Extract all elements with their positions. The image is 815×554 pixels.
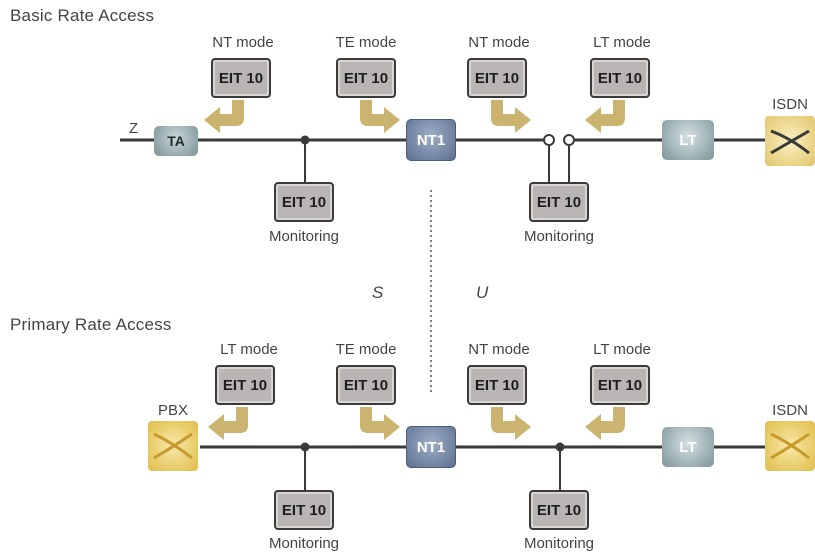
basic-mode-label-4: LT mode — [593, 34, 651, 51]
basic-nt1-box: NT1 — [406, 119, 456, 161]
primary-mode-label-4: LT mode — [593, 341, 651, 358]
primary-monitoring-label-s: Monitoring — [268, 535, 340, 552]
basic-rate-title: Basic Rate Access — [10, 6, 155, 25]
primary-eit10-nt-mode[interactable]: EIT 10 — [467, 365, 527, 405]
ta-box: TA — [154, 126, 198, 156]
arrow-primary-4 — [585, 407, 625, 440]
primary-monitoring-label-u: Monitoring — [523, 535, 595, 552]
u-interface-label: U — [476, 283, 489, 302]
primary-mode-label-1: LT mode — [220, 341, 278, 358]
primary-eit10-lt-mode[interactable]: EIT 10 — [215, 365, 275, 405]
basic-isdn-switch — [765, 116, 815, 166]
basic-mode-label-2: TE mode — [335, 34, 397, 51]
basic-open-contact-a — [543, 134, 555, 146]
primary-mode-label-2: TE mode — [335, 341, 397, 358]
s-interface-label: S — [372, 283, 384, 302]
basic-eit10-monitoring-u[interactable]: EIT 10 — [529, 182, 589, 222]
primary-isdn-switch — [765, 421, 815, 471]
basic-eit10-nt-mode-u[interactable]: EIT 10 — [467, 58, 527, 98]
arrow-primary-2 — [360, 407, 400, 440]
basic-monitoring-label-u: Monitoring — [523, 228, 595, 245]
arrow-basic-2 — [360, 100, 400, 133]
basic-open-contact-b — [563, 134, 575, 146]
primary-nt1-box: NT1 — [406, 426, 456, 468]
basic-mode-label-3: NT mode — [468, 34, 530, 51]
primary-eit10-lt-mode-u[interactable]: EIT 10 — [590, 365, 650, 405]
primary-rate-title: Primary Rate Access — [10, 315, 172, 334]
basic-eit10-lt-mode[interactable]: EIT 10 — [590, 58, 650, 98]
primary-junction-dot-u — [555, 442, 565, 452]
primary-eit10-monitoring-s[interactable]: EIT 10 — [274, 490, 334, 530]
primary-isdn-label: ISDN — [772, 402, 808, 419]
basic-junction-dot — [300, 135, 310, 145]
switch-icon — [153, 432, 193, 460]
primary-lt-box: LT — [662, 427, 714, 467]
arrow-basic-3 — [491, 100, 531, 133]
primary-eit10-monitoring-u[interactable]: EIT 10 — [529, 490, 589, 530]
arrow-primary-1 — [208, 407, 248, 440]
switch-icon — [770, 432, 810, 460]
switch-icon — [770, 129, 810, 155]
basic-isdn-label: ISDN — [772, 96, 808, 113]
z-interface-label: Z — [129, 120, 139, 137]
arrow-basic-4 — [585, 100, 625, 133]
basic-lt-box: LT — [662, 120, 714, 160]
basic-eit10-nt-mode[interactable]: EIT 10 — [211, 58, 271, 98]
pbx-switch — [148, 421, 198, 471]
basic-eit10-monitoring-s[interactable]: EIT 10 — [274, 182, 334, 222]
basic-eit10-te-mode[interactable]: EIT 10 — [336, 58, 396, 98]
basic-monitoring-label-s: Monitoring — [268, 228, 340, 245]
primary-mode-label-3: NT mode — [468, 341, 530, 358]
arrow-primary-3 — [491, 407, 531, 440]
primary-eit10-te-mode[interactable]: EIT 10 — [336, 365, 396, 405]
pbx-label: PBX — [157, 402, 188, 419]
primary-junction-dot-s — [300, 442, 310, 452]
basic-mode-label-1: NT mode — [212, 34, 274, 51]
arrow-basic-1 — [204, 100, 244, 133]
